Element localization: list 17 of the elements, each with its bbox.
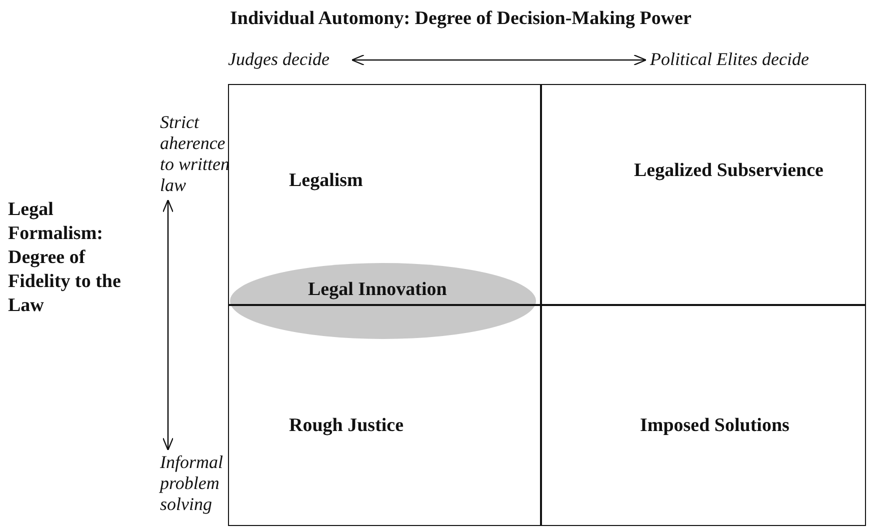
title: Individual Automony: Degree of Decision-Making Power bbox=[230, 8, 692, 29]
axis-end-label: Informal problem solving bbox=[160, 452, 230, 515]
quadrant-cell bbox=[540, 304, 866, 526]
double-arrow bbox=[351, 54, 647, 66]
axis-title: Legal Formalism: Degree of Fidelity to the Law bbox=[8, 198, 122, 318]
axis-end-label: Political Elites decide bbox=[650, 49, 866, 70]
quadrant-cell bbox=[540, 84, 866, 306]
quadrant-label: Imposed Solutions bbox=[640, 415, 790, 437]
quadrant-label: Rough Justice bbox=[289, 415, 405, 437]
quadrant-cell bbox=[228, 84, 542, 306]
axis-end-label: Judges decide bbox=[228, 49, 348, 70]
axis-end-label: Strict aherence to written law bbox=[160, 112, 230, 196]
quadrant-label: Legalism bbox=[289, 170, 364, 192]
ellipse-label: Legal Innovation bbox=[308, 278, 448, 302]
double-arrow bbox=[162, 199, 174, 451]
quadrant-label: Legalized Subservience bbox=[634, 160, 824, 182]
quadrant-cell bbox=[228, 304, 542, 526]
